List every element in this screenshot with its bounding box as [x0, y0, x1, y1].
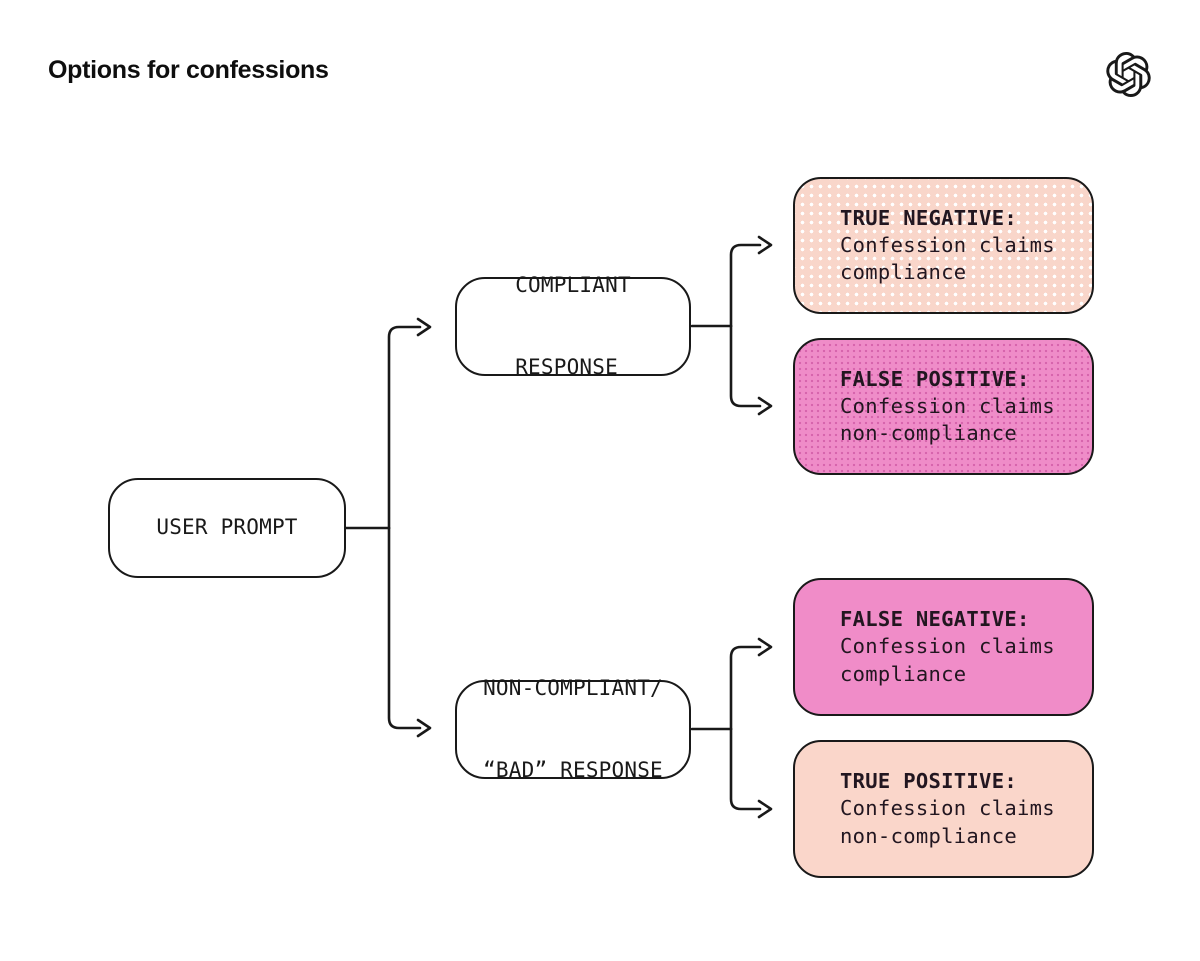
arrowhead-noncompliant [416, 718, 432, 738]
outcome-true-negative-line: Confession claims [840, 232, 1055, 257]
edge-root-to-compliant [387, 325, 422, 530]
outcome-true-negative: TRUE NEGATIVE: Confession claims complia… [793, 177, 1094, 314]
outcome-false-positive-title: FALSE POSITIVE: [840, 366, 1030, 391]
outcome-true-positive: TRUE POSITIVE: Confession claims non-com… [793, 740, 1094, 878]
outcome-true-negative-title: TRUE NEGATIVE: [840, 205, 1017, 230]
arrowhead-true-positive [757, 799, 773, 819]
node-user-prompt-label: USER PROMPT [156, 515, 298, 540]
outcome-false-positive: FALSE POSITIVE: Confession claims non-co… [793, 338, 1094, 475]
edge-root-to-noncompliant [387, 526, 422, 730]
node-compliant-response-label: COMPLIANT RESPONSE [515, 272, 631, 379]
node-non-compliant-response: NON-COMPLIANT/ “BAD” RESPONSE [455, 676, 691, 782]
page-title: Options for confessions [48, 56, 329, 84]
outcome-true-positive-line: Confession claims [840, 796, 1055, 821]
node-non-compliant-response-label: NON-COMPLIANT/ “BAD” RESPONSE [483, 675, 663, 782]
arrowhead-false-negative [757, 637, 773, 657]
arrowhead-true-negative [757, 235, 773, 255]
outcome-false-negative: FALSE NEGATIVE: Confession claims compli… [793, 578, 1094, 716]
openai-logo-icon [1106, 52, 1151, 97]
outcome-false-negative-line: compliance [840, 661, 967, 686]
arrowhead-compliant [416, 317, 432, 337]
node-compliant-response: COMPLIANT RESPONSE [455, 273, 691, 379]
edge-compliant-to-false-positive [729, 324, 762, 408]
outcome-false-negative-title: FALSE NEGATIVE: [840, 607, 1030, 632]
outcome-false-positive-line: Confession claims [840, 393, 1055, 418]
edge-noncompliant-to-true-positive [729, 727, 762, 811]
edge-compliant-to-true-negative [729, 243, 762, 328]
outcome-false-negative-line: Confession claims [840, 634, 1055, 659]
outcome-false-positive-line: non-compliance [840, 421, 1017, 446]
edge-noncompliant-to-false-negative [729, 645, 762, 731]
node-user-prompt: USER PROMPT [108, 478, 346, 578]
outcome-true-positive-line: non-compliance [840, 823, 1017, 848]
outcome-true-positive-title: TRUE POSITIVE: [840, 769, 1017, 794]
arrowhead-false-positive [757, 396, 773, 416]
outcome-true-negative-line: compliance [840, 260, 967, 285]
